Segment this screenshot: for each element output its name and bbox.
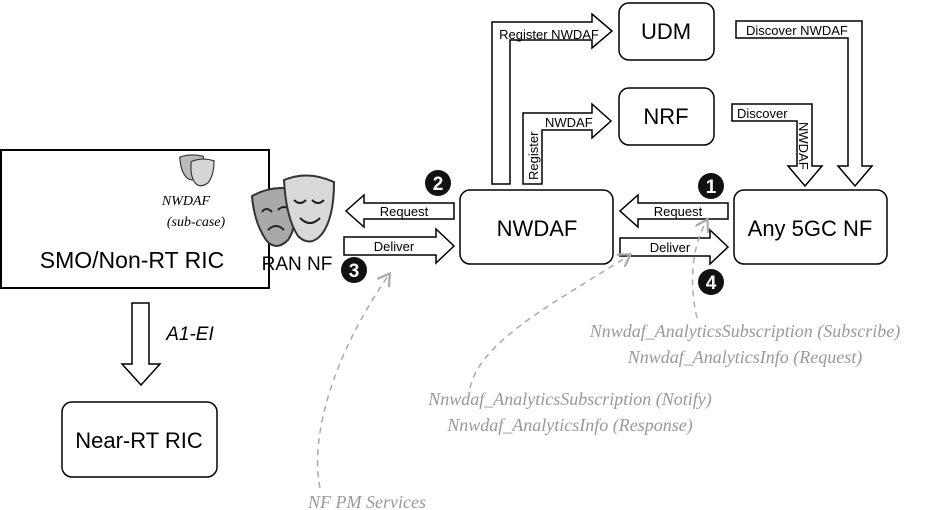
smo-box: SMO/Non-RT RIC NWDAF (sub-case) <box>0 149 270 289</box>
request-left-label: Request <box>380 204 429 219</box>
discover-arrow: Discover NWDAF <box>731 103 824 188</box>
request-left-arrow: Request <box>344 193 455 229</box>
subscribe-annotation-line1: Nnwdaf_AnalyticsSubscription (Subscribe) <box>589 321 900 342</box>
any-5gc-nf-box: Any 5GC NF <box>733 189 888 265</box>
discover-label: Discover <box>737 106 788 121</box>
notify-connector <box>469 256 628 389</box>
ran-nf-group: RAN NF <box>262 254 333 275</box>
notify-annotation-line2: Nnwdaf_AnalyticsInfo (Response) <box>446 415 692 436</box>
discover-nwdaf-label: Discover NWDAF <box>746 23 848 38</box>
step-badge-3: 3 <box>341 257 367 283</box>
nwdaf-box: NWDAF <box>459 189 614 265</box>
subscribe-connector <box>691 222 706 319</box>
theatre-masks-icon <box>250 174 336 247</box>
register-nrf-arrow: Register NWDAF <box>522 102 613 185</box>
pm-services-connector <box>316 276 388 489</box>
step-badge-2: 2 <box>425 170 451 196</box>
deliver-right-label: Deliver <box>650 240 691 255</box>
nrf-label: NRF <box>643 104 688 129</box>
deliver-right-arrow: Deliver <box>619 228 730 266</box>
request-right-label: Request <box>654 204 703 219</box>
step-badge-3-text: 3 <box>349 261 360 282</box>
register-label: Register <box>526 131 541 180</box>
deliver-left-arrow: Deliver <box>343 227 456 265</box>
nwdaf-subcase-note: (sub-case) <box>167 215 226 230</box>
a1-ei-arrow: A1-EI <box>120 302 214 387</box>
theatre-masks-icon <box>179 154 215 187</box>
discover-nwdaf-arrow: Discover NWDAF <box>735 20 874 188</box>
step-badge-1-text: 1 <box>706 177 717 198</box>
pm-services-annotation: NF PM Services <box>307 492 426 510</box>
near-rt-ric-box: Near-RT RIC <box>61 401 218 478</box>
register-nwdaf-label: Register NWDAF <box>499 27 599 42</box>
nwdaf-vertical-label: NWDAF <box>796 122 811 170</box>
any-5gc-nf-label: Any 5GC NF <box>748 216 873 241</box>
a1-ei-label: A1-EI <box>165 324 214 345</box>
nwdaf-label: NWDAF <box>497 216 578 241</box>
deliver-left-label: Deliver <box>374 239 415 254</box>
subscribe-annotation-line2: Nnwdaf_AnalyticsInfo (Request) <box>627 347 862 368</box>
udm-box: UDM <box>618 2 715 61</box>
nwdaf-small-label: NWDAF <box>545 115 593 130</box>
step-badge-4: 4 <box>698 269 724 295</box>
step-badge-4-text: 4 <box>706 273 717 294</box>
near-rt-ric-label: Near-RT RIC <box>75 428 203 453</box>
ran-nf-label: RAN NF <box>262 254 333 275</box>
nwdaf-subcase-label: NWDAF <box>161 194 211 209</box>
step-badge-1: 1 <box>698 173 724 199</box>
udm-label: UDM <box>641 19 691 44</box>
notify-annotation-line1: Nnwdaf_AnalyticsSubscription (Notify) <box>427 389 711 410</box>
step-badge-2-text: 2 <box>433 174 444 195</box>
nrf-box: NRF <box>618 87 715 146</box>
register-nwdaf-arrow: Register NWDAF <box>491 12 614 185</box>
request-right-arrow: Request <box>618 193 729 229</box>
smo-label: SMO/Non-RT RIC <box>40 247 224 273</box>
